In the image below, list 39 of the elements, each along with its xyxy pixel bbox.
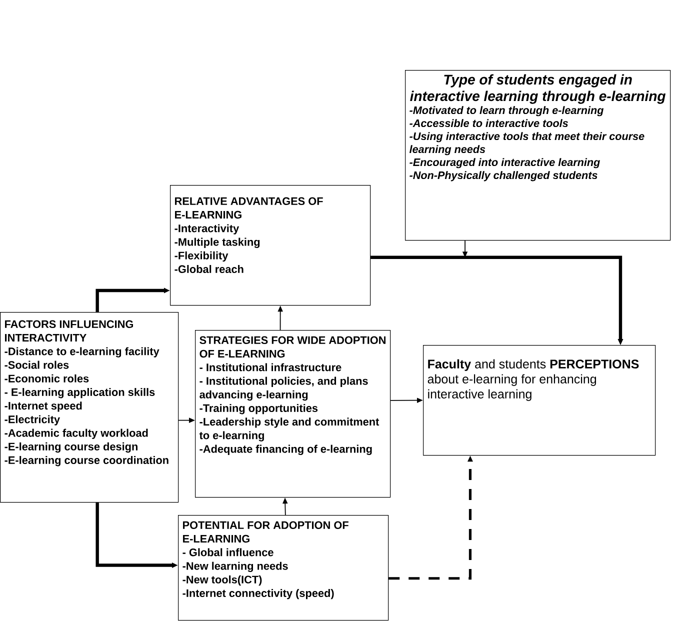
list-item: -E-learning course coordination	[4, 456, 168, 466]
list-item: -Multiple tasking	[174, 238, 260, 248]
heading: RELATIVE ADVANTAGES OF E-LEARNING	[175, 197, 323, 219]
list-item: -New learning needs	[182, 562, 288, 572]
list-item: -Social roles	[4, 360, 69, 369]
heading: Type of students engaged in interactive learning through e-learning	[410, 74, 666, 104]
list-item: -Accessible to interactive tools	[410, 119, 568, 128]
heading: POTENTIAL FOR ADOPTION OF E-LEARNING	[183, 521, 348, 543]
list-item: - E-learning application skills	[4, 388, 155, 398]
list-item: - Global influence	[182, 548, 274, 556]
concept-box	[170, 185, 371, 306]
list-item: -New tools(ICT)	[182, 575, 262, 586]
heading: FACTORS INFLUENCING INTERACTIVITY	[5, 320, 133, 342]
list-item: -Global reach	[174, 265, 244, 274]
list-item: -Academic faculty workload	[4, 428, 148, 439]
list-item: -E-learning course design	[4, 442, 138, 453]
list-item: -Electricity	[4, 415, 60, 426]
list-item: -Training opportunities	[200, 404, 318, 414]
box-text: Faculty and students PERCEPTIONS about e-learning for enhancing interactive learning	[428, 359, 639, 401]
list-item: -Adequate financing of e-learning	[200, 444, 372, 456]
concept-box	[195, 330, 391, 498]
concept-box	[405, 70, 671, 241]
list-item: -Non-Physically challenged students	[410, 171, 598, 182]
concept-box	[423, 345, 656, 456]
concept-box	[0, 312, 179, 503]
list-item: -Flexibility	[174, 251, 228, 262]
list-item: -Interactivity	[174, 224, 240, 234]
list-item: -Internet speed	[4, 402, 82, 412]
heading: STRATEGIES FOR WIDE ADOPTION OF E-LEARNING	[200, 336, 386, 358]
list-item: -Leadership style and commitment to e-learning	[199, 418, 380, 442]
concept-box	[178, 515, 389, 621]
list-item: -Using interactive tools that meet their course learning needs	[410, 132, 644, 156]
list-item: -Motivated to learn through e-learning	[410, 106, 604, 116]
list-item: - Institutional infrastructure	[200, 363, 342, 372]
list-item: -Distance to e-learning facility	[4, 347, 160, 358]
list-item: -Economic roles	[4, 374, 89, 382]
list-item: -Encouraged into interactive learning	[410, 158, 600, 168]
list-item: -Internet connectivity (speed)	[182, 589, 334, 600]
list-item: - Institutional policies, and plans advancing e-learning	[200, 376, 368, 401]
